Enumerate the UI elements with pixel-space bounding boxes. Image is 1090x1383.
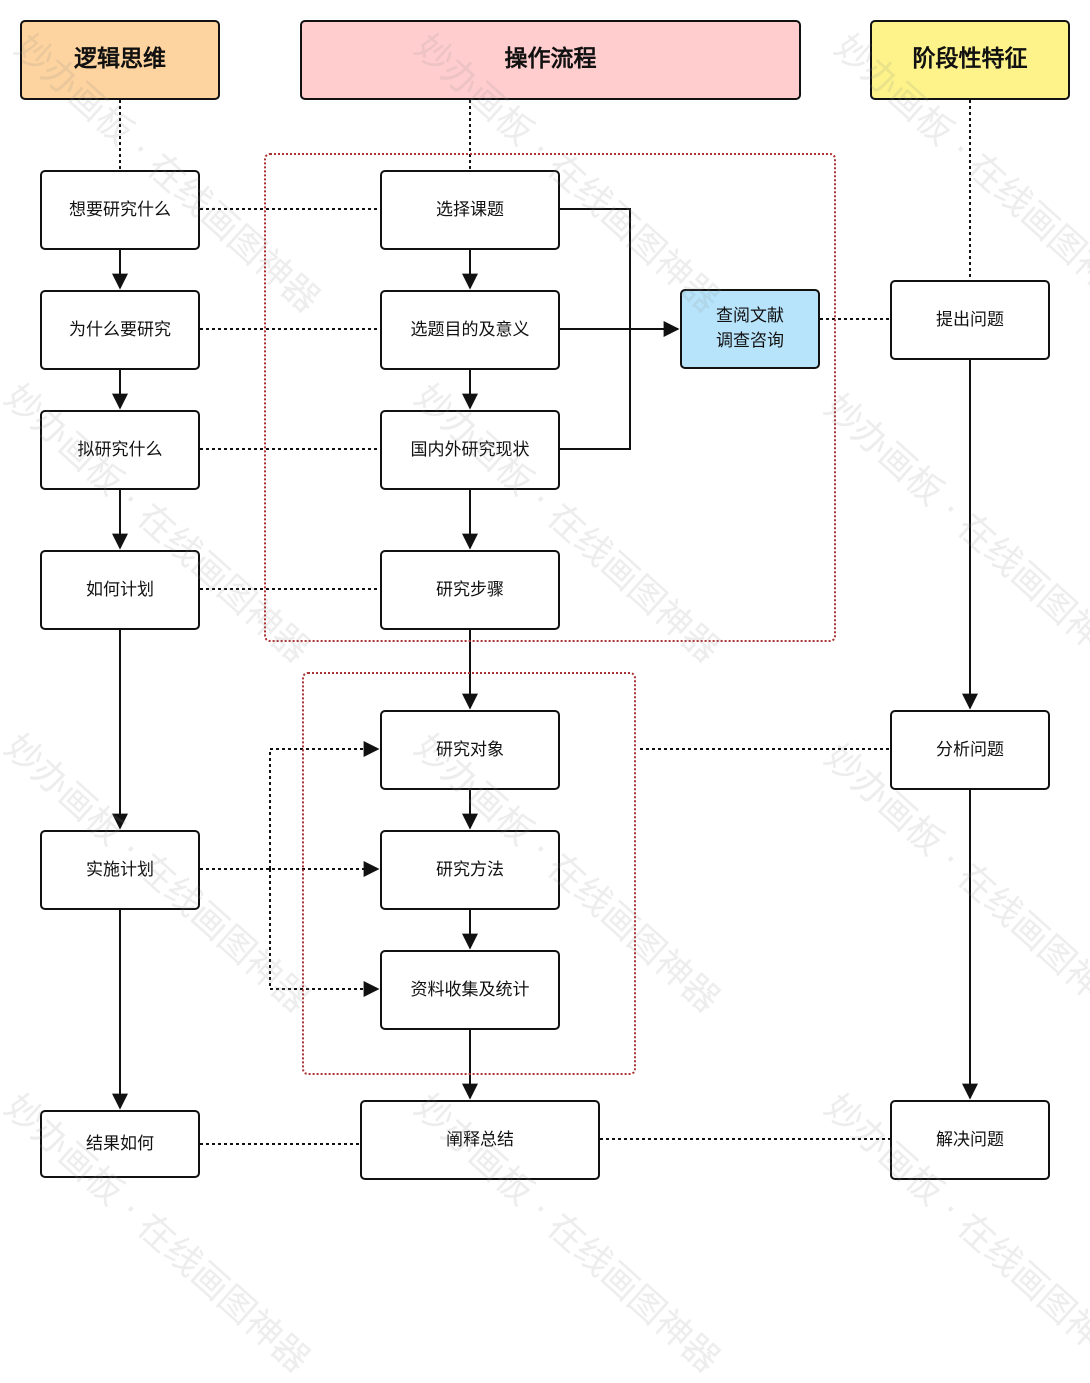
- literature-box: 查阅文献 调查咨询: [680, 289, 820, 369]
- stage-step-solve: 解决问题: [890, 1100, 1050, 1180]
- logic-step-result: 结果如何: [40, 1110, 200, 1178]
- header-stage: 阶段性特征: [870, 20, 1070, 100]
- flow-connectors: [112, 100, 978, 1145]
- logic-step-implement: 实施计划: [40, 830, 200, 910]
- op-step-method: 研究方法: [380, 830, 560, 910]
- literature-line-1: 查阅文献: [716, 306, 784, 327]
- research-implementation-region: [302, 672, 636, 1075]
- op-step-select-topic: 选择课题: [380, 170, 560, 250]
- op-step-procedure: 研究步骤: [380, 550, 560, 630]
- op-step-status: 国内外研究现状: [380, 410, 560, 490]
- header-operation: 操作流程: [300, 20, 801, 100]
- op-step-data-collection: 资料收集及统计: [380, 950, 560, 1030]
- op-step-summary: 阐释总结: [360, 1100, 600, 1180]
- logic-step-why-study: 为什么要研究: [40, 290, 200, 370]
- logic-step-how-plan: 如何计划: [40, 550, 200, 630]
- literature-line-2: 调查咨询: [716, 331, 784, 351]
- op-step-object: 研究对象: [380, 710, 560, 790]
- header-logic: 逻辑思维: [20, 20, 220, 100]
- logic-step-what-to-study: 想要研究什么: [40, 170, 200, 250]
- link-implement-object: [269, 741, 380, 869]
- stage-step-analyze: 分析问题: [890, 710, 1050, 790]
- stage-step-raise: 提出问题: [890, 280, 1050, 360]
- research-design-region: [264, 153, 836, 642]
- logic-step-plan-study: 拟研究什么: [40, 410, 200, 490]
- link-implement-data: [269, 869, 380, 997]
- op-step-purpose: 选题目的及意义: [380, 290, 560, 370]
